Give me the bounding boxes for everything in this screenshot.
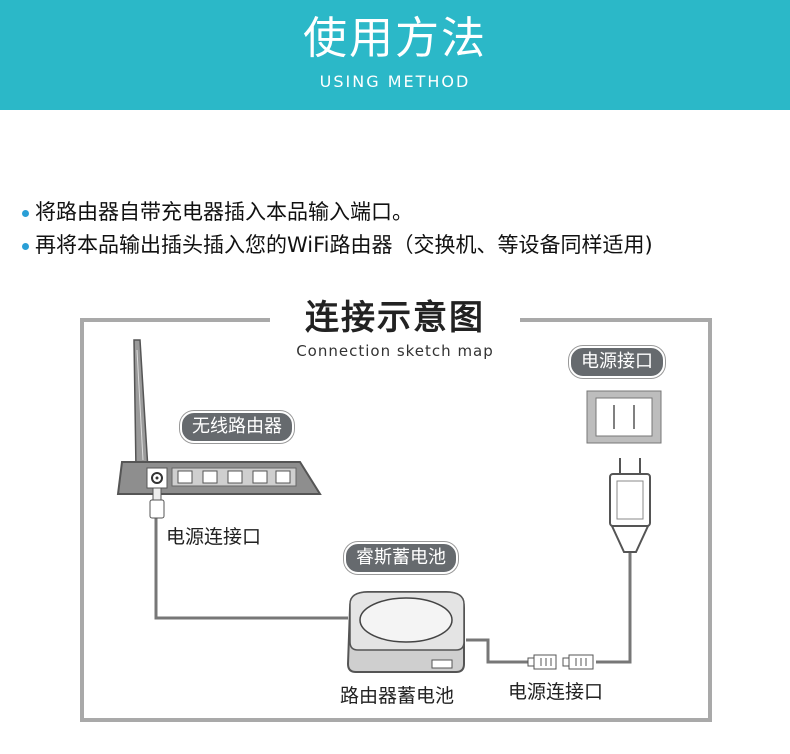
frame-title-gap (270, 300, 520, 340)
instruction-text: 将路由器自带充电器插入本品输入端口。 (35, 200, 413, 224)
router-antenna-icon (133, 339, 149, 471)
router-label-badge: 无线路由器 (180, 411, 294, 443)
banner-subtitle: USING METHOD (319, 72, 471, 91)
battery-output-cable (466, 638, 532, 664)
power-outlet-icon (586, 390, 662, 444)
router-cable (154, 515, 348, 620)
battery-label-badge: 睿斯蓄电池 (344, 542, 458, 574)
router-icon (116, 461, 322, 495)
battery-caption: 路由器蓄电池 (340, 685, 455, 707)
bullet-icon (22, 242, 29, 250)
header-banner: 使用方法 USING METHOD (0, 0, 790, 110)
instruction-item: 再将本品输出插头插入您的WiFi路由器（交换机、等设备同样适用) (22, 229, 653, 262)
power-adapter-icon (609, 458, 651, 553)
adapter-cable (596, 552, 632, 664)
dc-connector-icon (527, 654, 594, 670)
instruction-text: 再将本品输出插头插入您的WiFi路由器（交换机、等设备同样适用) (35, 233, 653, 257)
battery-icon (346, 591, 465, 673)
instruction-item: 将路由器自带充电器插入本品输入端口。 (22, 196, 653, 229)
power-outlet-label-badge: 电源接口 (569, 346, 665, 378)
bullet-icon (22, 209, 29, 217)
instruction-list: 将路由器自带充电器插入本品输入端口。 再将本品输出插头插入您的WiFi路由器（交… (22, 196, 653, 262)
banner-title: 使用方法 (303, 13, 487, 64)
diagram-subtitle: Connection sketch map (296, 342, 494, 360)
router-plug-icon (149, 487, 165, 519)
battery-port-label: 电源连接口 (508, 681, 604, 703)
router-port-label: 电源连接口 (166, 526, 262, 548)
diagram-title: 连接示意图 (305, 298, 485, 338)
